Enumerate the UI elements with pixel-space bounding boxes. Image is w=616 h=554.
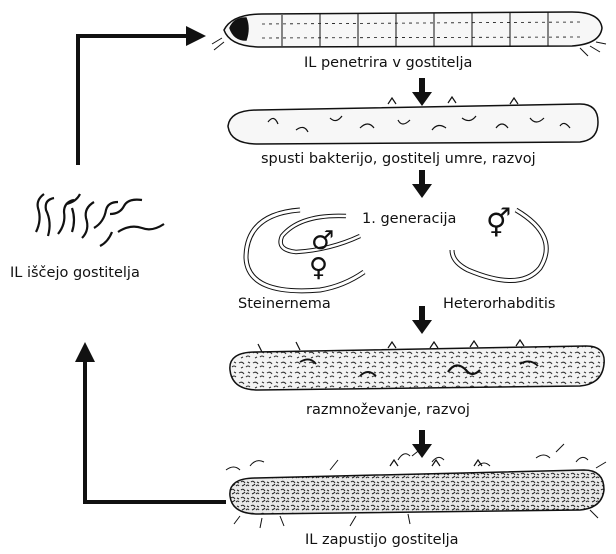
label-step3: razmnoževanje, razvoj [306,403,470,418]
host-larva-3 [230,340,604,390]
down-arrow-4 [412,444,432,458]
label-generation: 1. generacija [362,212,456,227]
arrowhead-step1 [186,26,206,46]
infective-juveniles [36,194,164,246]
down-arrow-3 [412,320,432,334]
hermaphrodite-symbol-icon: ⚥ [486,210,511,238]
female-symbol-icon: ♀ [309,255,328,281]
male-symbol-icon: ♂ [311,228,334,254]
label-steinernema: Steinernema [238,297,331,312]
cycle-arrows [75,26,226,502]
steinernema-nematodes [246,210,364,291]
label-heterorhabditis: Heterorhabditis [443,297,555,312]
arrowhead-search [75,342,95,362]
host-larva-1 [212,12,606,56]
host-larva-2 [228,97,598,144]
arrow-from-step4 [85,360,226,502]
host-larva-4 [226,444,606,528]
arrow-to-step1 [78,36,188,165]
label-step2: spusti bakterijo, gostitelj umre, razvoj [261,152,536,167]
label-step1: IL penetrira v gostitelja [304,56,472,71]
down-arrow-2 [412,184,432,198]
label-search: IL iščejo gostitelja [10,266,140,281]
label-step4: IL zapustijo gostitelja [305,533,459,548]
down-arrow-1 [412,92,432,106]
